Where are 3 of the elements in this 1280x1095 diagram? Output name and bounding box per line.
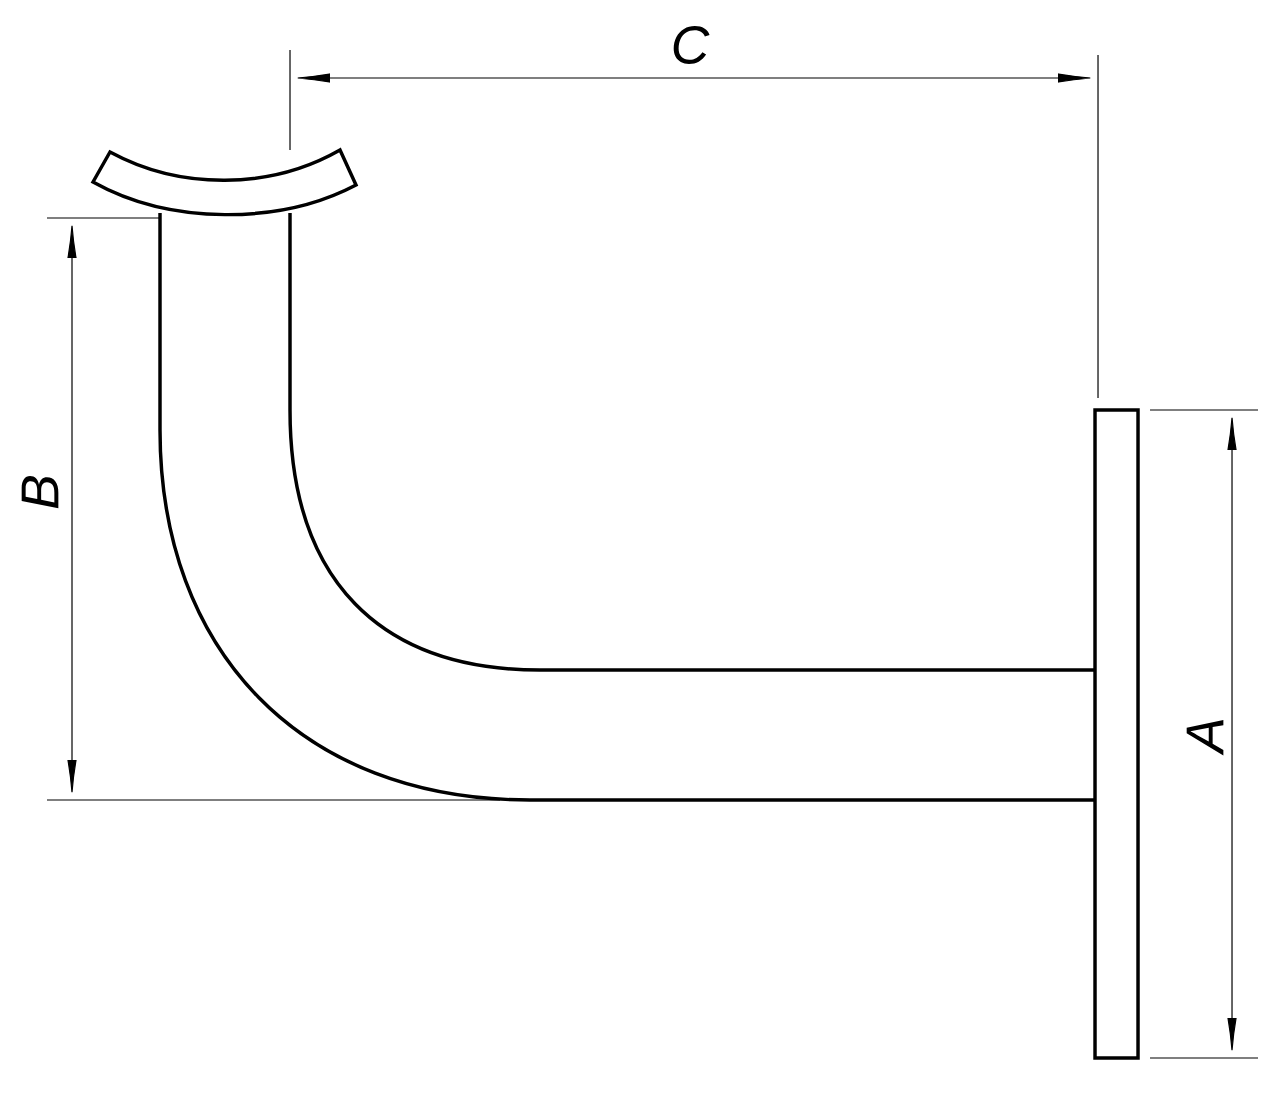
dimension-label: A	[1186, 720, 1224, 756]
dimension-label: B	[21, 476, 59, 509]
dimension-label: C	[673, 26, 710, 64]
